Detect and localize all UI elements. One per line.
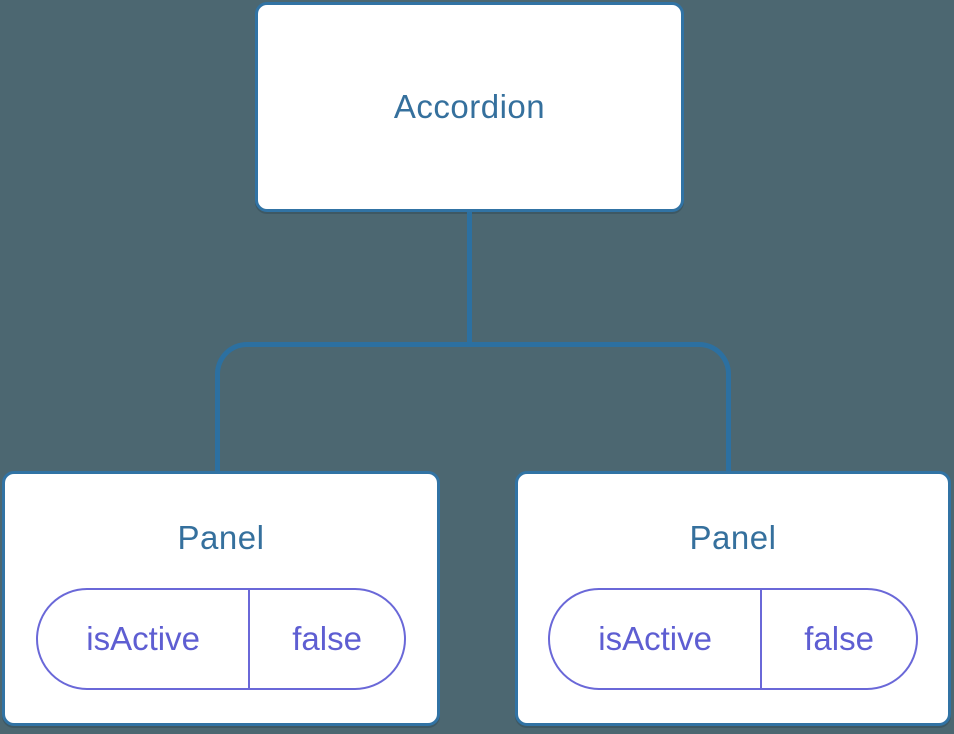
connector-bracket-line xyxy=(215,342,731,471)
panel-node-right: Panel isActive false xyxy=(515,471,951,726)
panel-node-label: Panel xyxy=(177,519,265,556)
state-value-label: false xyxy=(804,620,874,657)
state-key-label: isActive xyxy=(38,590,251,688)
accordion-node-label: Accordion xyxy=(393,88,546,125)
panel-node-left: Panel isActive false xyxy=(2,471,440,726)
panel-node-label: Panel xyxy=(689,519,777,556)
state-pill: isActive false xyxy=(548,588,918,690)
state-pill: isActive false xyxy=(36,588,406,690)
connector-stem-line xyxy=(467,212,472,345)
state-value-label: false xyxy=(292,620,362,657)
accordion-node: Accordion xyxy=(255,2,684,212)
state-key-label: isActive xyxy=(550,590,763,688)
